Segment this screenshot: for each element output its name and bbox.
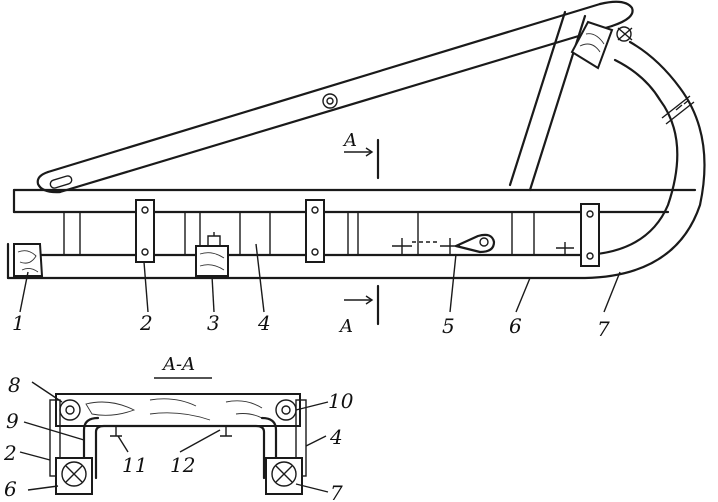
label-4: 4: [257, 311, 271, 335]
section-title: A-A: [161, 354, 195, 375]
cross-section: A-A: [19, 354, 329, 495]
posts: [63, 212, 535, 255]
brake-lever: [392, 233, 574, 256]
front-strut: [508, 10, 614, 192]
label-1: 1: [12, 311, 25, 335]
push-handle: [36, 0, 634, 194]
section-label-11: 11: [122, 453, 147, 477]
label-7: 7: [597, 317, 610, 341]
rear-wood-block: [13, 243, 44, 277]
section-label-2: 2: [3, 441, 17, 465]
section-labels: 8 9 2 6 10 4 7 11 12: [3, 373, 354, 502]
bolt-block: [195, 232, 229, 277]
section-label-a-top: A: [342, 130, 357, 151]
clamps: [135, 199, 600, 267]
section-mark-top: A: [342, 130, 380, 180]
label-3: 3: [207, 311, 220, 335]
section-label-8: 8: [8, 373, 21, 397]
label-6: 6: [509, 314, 522, 338]
section-label-6: 6: [4, 477, 17, 501]
section-label-a-bottom: A: [338, 316, 353, 337]
section-label-9: 9: [6, 409, 19, 433]
upper-rail: [12, 188, 697, 214]
section-label-4: 4: [329, 425, 343, 449]
section-label-10: 10: [328, 389, 354, 413]
section-mark-bottom: A: [338, 284, 380, 337]
runner: [6, 40, 706, 280]
section-label-12: 12: [170, 453, 195, 477]
main-leaders: [19, 243, 621, 313]
section-label-7: 7: [330, 481, 343, 502]
label-2: 2: [139, 311, 153, 335]
label-5: 5: [442, 314, 455, 338]
main-labels: 1 2 3 4 5 6 7: [12, 311, 610, 341]
